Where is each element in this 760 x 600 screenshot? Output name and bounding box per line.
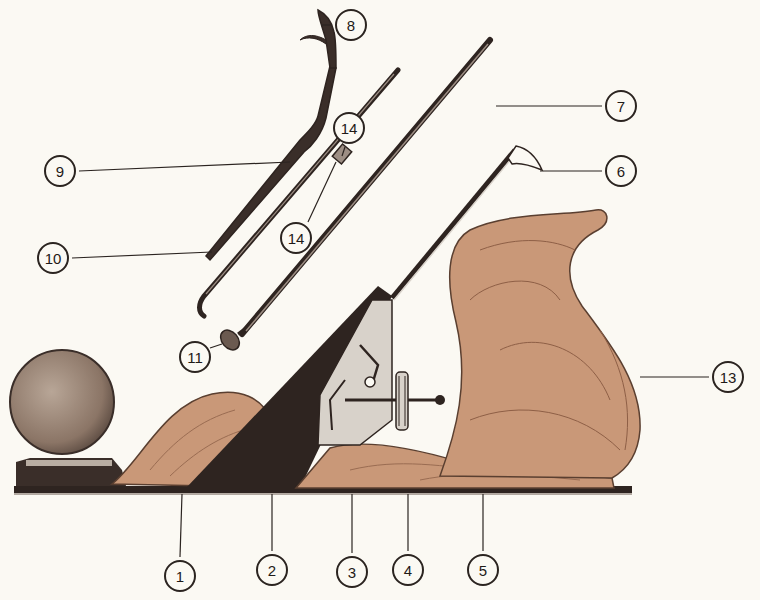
cap-iron-tip: [508, 146, 542, 170]
front-knob: [10, 350, 114, 454]
callout-number: 9: [44, 155, 76, 187]
knob-base: [16, 458, 126, 486]
leader-lines: [72, 25, 709, 557]
frog: [318, 300, 392, 445]
callout-number: 10: [37, 242, 69, 274]
callout-number: 11: [179, 341, 211, 373]
plane-iron: [242, 40, 490, 334]
callout-number: 7: [605, 90, 637, 122]
callout-number: 14: [333, 112, 365, 144]
knurled-screw: [217, 326, 243, 353]
callout-number: 13: [712, 361, 744, 393]
adjuster-wheel: [396, 372, 408, 430]
callout-number: 3: [336, 556, 368, 588]
adjuster-rod: [345, 399, 440, 402]
callout-number: 1: [164, 560, 196, 592]
callout-number: 4: [392, 554, 424, 586]
knob-ring: [26, 460, 112, 466]
callout-number: 8: [335, 9, 367, 41]
sole-edge: [14, 494, 632, 495]
callout-number: 2: [256, 554, 288, 586]
cap-iron: [200, 70, 399, 316]
tote-handle: [440, 210, 640, 478]
callout-number: 14: [280, 222, 312, 254]
callout-number: 6: [605, 155, 637, 187]
cap-screw: [332, 144, 351, 164]
callout-number: 5: [467, 554, 499, 586]
